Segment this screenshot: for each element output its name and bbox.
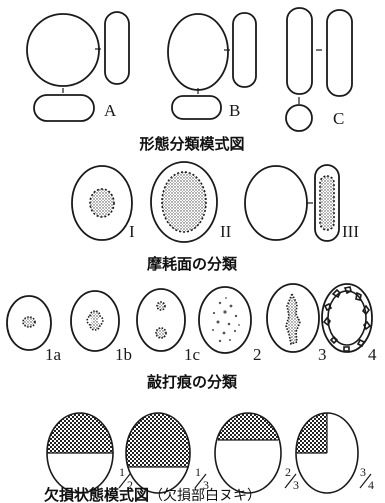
percussion-2: 2 bbox=[198, 286, 262, 364]
shape-a-face bbox=[26, 13, 100, 87]
percussion-1b-label: 1b bbox=[115, 345, 132, 364]
percussion-1c-mark-1-edge bbox=[156, 301, 166, 311]
wear-ii-area bbox=[162, 172, 206, 232]
percussion-2-scattered-marks bbox=[212, 297, 240, 343]
damage-third-outline bbox=[125, 412, 191, 494]
shape-c-side bbox=[326, 9, 353, 97]
damage-two-thirds: 2 3 bbox=[214, 412, 299, 494]
damage-third: 1 3 bbox=[125, 412, 209, 494]
percussion-1a-mark-edge bbox=[22, 316, 36, 328]
wear-iii-edge bbox=[319, 175, 335, 231]
percussion-1c-mark-1 bbox=[157, 302, 165, 310]
damage-two-thirds-num: 2 bbox=[285, 465, 291, 479]
wear-iii: III bbox=[244, 164, 359, 242]
percussion-1c-label: 1c bbox=[184, 345, 201, 364]
damage-caption-note: （欠損部白ヌキ） bbox=[149, 488, 261, 503]
percussion-1b-mark-1 bbox=[90, 311, 100, 321]
damage-third-fraction: 1 3 bbox=[194, 465, 209, 492]
wear-ii-label: II bbox=[220, 222, 232, 241]
damage-half: 1 2 bbox=[46, 412, 133, 494]
damage-half-den: 2 bbox=[127, 478, 133, 492]
shape-c: C bbox=[285, 7, 353, 132]
percussion-1c-mark-2-edge bbox=[155, 327, 167, 339]
shape-b-face bbox=[167, 13, 229, 91]
percussion-1c: 1c bbox=[136, 288, 201, 364]
damage-third-num: 1 bbox=[195, 465, 201, 479]
damage-two-thirds-slash bbox=[284, 473, 297, 489]
percussion-4: 4 bbox=[321, 283, 377, 364]
percussion-caption: 敲打痕の分類 bbox=[147, 373, 238, 391]
shape-b-side bbox=[232, 12, 257, 88]
percussion-4-label: 4 bbox=[368, 345, 377, 364]
shape-a-side bbox=[104, 11, 130, 85]
wear-i-edge bbox=[89, 188, 115, 218]
damage-third-slash bbox=[194, 473, 207, 489]
damage-third-den: 3 bbox=[203, 478, 209, 492]
percussion-3: 3 bbox=[266, 283, 327, 364]
shape-a-label: A bbox=[104, 101, 117, 120]
shape-a: A bbox=[26, 11, 130, 122]
shape-b-label: B bbox=[229, 101, 240, 120]
damage-half-fraction: 1 2 bbox=[118, 465, 133, 492]
wear-i-label: I bbox=[129, 222, 135, 241]
percussion-4-rim-marks bbox=[322, 286, 372, 352]
percussion-3-band bbox=[286, 294, 300, 344]
damage-three-quarters-num: 3 bbox=[360, 465, 366, 479]
wear-classification: I II III 摩耗面の分類 bbox=[71, 161, 359, 273]
percussion-1a: 1a bbox=[6, 295, 62, 364]
wear-i: I bbox=[71, 165, 135, 241]
percussion-1b: 1b bbox=[70, 290, 132, 364]
percussion-1a-mark bbox=[23, 317, 35, 327]
percussion-4-outline bbox=[321, 283, 373, 353]
percussion-2-label: 2 bbox=[253, 345, 262, 364]
damage-two-thirds-fraction: 2 3 bbox=[284, 465, 299, 492]
percussion-1b-mark-edge bbox=[86, 310, 104, 331]
percussion-1c-mark-2 bbox=[156, 328, 166, 338]
damage-classification: 1 2 1 3 2 3 bbox=[44, 412, 374, 503]
damage-caption-main: 欠損状態模式図 bbox=[44, 486, 149, 503]
shape-c-end bbox=[285, 104, 313, 132]
damage-half-slash bbox=[118, 473, 131, 489]
percussion-1c-outline bbox=[136, 288, 186, 352]
percussion-3-label: 3 bbox=[318, 345, 327, 364]
wear-ii: II bbox=[150, 161, 232, 243]
wear-i-area bbox=[90, 189, 114, 217]
wear-ii-edge bbox=[161, 171, 207, 233]
shape-a-end bbox=[33, 94, 95, 122]
damage-half-num: 1 bbox=[119, 465, 125, 479]
damage-three-quarters-fraction: 3 4 bbox=[359, 465, 374, 492]
percussion-2-outline bbox=[198, 286, 252, 354]
damage-third-remaining bbox=[126, 413, 190, 467]
damage-two-thirds-den: 3 bbox=[293, 478, 299, 492]
damage-caption: 欠損状態模式図（欠損部白ヌキ） bbox=[44, 486, 261, 503]
shape-b-end bbox=[171, 95, 222, 120]
wear-iii-outline bbox=[244, 165, 308, 241]
damage-three-quarters: 3 4 bbox=[295, 412, 374, 494]
shape-classification: A B C 形態分類模式図 bbox=[26, 7, 353, 153]
percussion-1b-mark-2 bbox=[90, 320, 100, 330]
shape-b: B bbox=[167, 12, 257, 120]
damage-half-remaining bbox=[47, 413, 113, 453]
shape-caption: 形態分類模式図 bbox=[139, 135, 244, 153]
damage-three-quarters-slash bbox=[359, 473, 372, 489]
wear-iii-label: III bbox=[342, 222, 359, 241]
wear-caption: 摩耗面の分類 bbox=[147, 255, 238, 273]
damage-three-quarters-den: 4 bbox=[368, 478, 374, 492]
percussion-1a-label: 1a bbox=[45, 345, 62, 364]
percussion-3-band-edge bbox=[285, 292, 301, 346]
shape-c-face bbox=[286, 7, 313, 95]
percussion-classification: 1a 1b 1c bbox=[6, 283, 377, 391]
shape-c-label: C bbox=[333, 109, 344, 128]
wear-iii-area bbox=[320, 176, 334, 230]
damage-two-thirds-outline bbox=[214, 412, 282, 494]
